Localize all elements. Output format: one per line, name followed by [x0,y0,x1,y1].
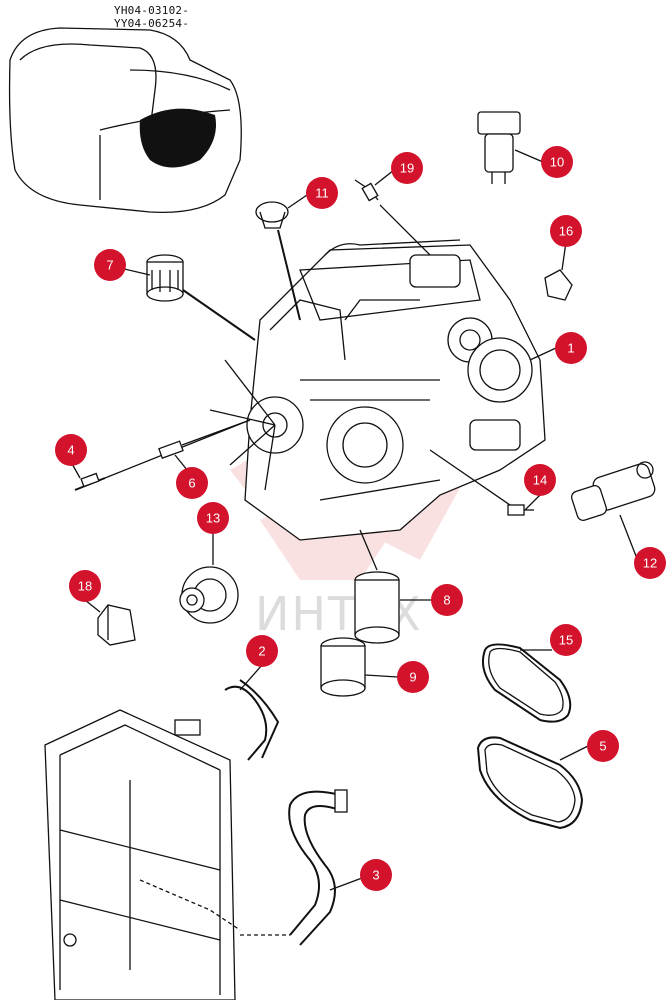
lower-hose-drawing [288,789,348,946]
temp-sensor-drawing [158,440,184,459]
callout-7[interactable]: 7 [94,249,126,281]
leader-line [277,229,301,321]
callout-number: 9 [409,670,416,685]
callout-badge [634,547,666,579]
alternator-drawing [179,566,239,624]
callout-number: 10 [550,155,564,170]
callout-badge [246,635,278,667]
callout-5[interactable]: 5 [587,730,619,762]
callout-badge [524,464,556,496]
fuel-filter-drawing [146,254,184,302]
callout-18[interactable]: 18 [69,570,101,602]
callout-number: 2 [258,644,265,659]
callout-badge [360,859,392,891]
callout-14[interactable]: 14 [524,464,556,496]
callout-12[interactable]: 12 [634,547,666,579]
callout-number: 7 [106,258,113,273]
diagram-code-2: YY04-06254- [114,17,190,30]
callout-badge [94,249,126,281]
callout-badge [431,584,463,616]
callout-number: 8 [443,593,450,608]
callout-6[interactable]: 6 [176,467,208,499]
v-belt-drawing [476,736,584,830]
diagram-code-1: YH04-03102- [114,4,190,17]
callout-16[interactable]: 16 [550,215,582,247]
callout-11[interactable]: 11 [306,177,338,209]
callout-badge [55,434,87,466]
callout-number: 11 [315,186,329,201]
engine-mount-drawing [97,604,136,646]
callout-badge [176,467,208,499]
callout-badge [550,624,582,656]
callout-13[interactable]: 13 [197,502,229,534]
callout-number: 19 [400,161,414,176]
callout-badge [69,570,101,602]
callout-number: 3 [372,868,379,883]
callout-badge [391,152,423,184]
water-separator-drawing [477,111,521,184]
callout-number: 5 [599,739,606,754]
callout-8[interactable]: 8 [431,584,463,616]
engine-cover [8,27,242,214]
engine-assembly [209,239,546,541]
callout-badge [397,661,429,693]
leader-line [429,449,511,506]
leader-line [359,529,378,571]
leader-line [181,419,251,446]
fan-belt-drawing [482,643,572,723]
callout-number: 6 [188,476,195,491]
thermostat-drawing [255,201,289,229]
callout-number: 16 [559,224,573,239]
callout-number: 15 [559,633,573,648]
gasket-drawing [544,269,573,301]
callout-number: 4 [67,443,74,458]
callout-1[interactable]: 1 [555,332,587,364]
callout-badge [550,215,582,247]
callout-10[interactable]: 10 [541,146,573,178]
callout-4[interactable]: 4 [55,434,87,466]
oil-filter-drawing [354,571,400,644]
callout-2[interactable]: 2 [246,635,278,667]
upper-hose-drawing [224,685,268,761]
callout-number: 1 [567,341,574,356]
callout-9[interactable]: 9 [397,661,429,693]
callout-19[interactable]: 19 [391,152,423,184]
fuel-cartridge-drawing [320,637,366,697]
callout-badge [541,146,573,178]
starter-motor-drawing [571,461,656,521]
leader-line [182,289,256,341]
glow-plug-drawing [74,472,106,491]
oil-switch-drawing [507,504,534,516]
sensor-drawing [354,179,379,202]
callout-15[interactable]: 15 [550,624,582,656]
callout-badge [197,502,229,534]
radiator-drawing [44,709,290,1000]
callout-number: 18 [78,579,92,594]
callout-badge [555,332,587,364]
callout-badge [306,177,338,209]
callout-badge [587,730,619,762]
callout-number: 12 [643,556,657,571]
callout-3[interactable]: 3 [360,859,392,891]
callout-number: 13 [206,511,220,526]
callout-number: 14 [533,473,547,488]
leader-line [379,204,431,256]
